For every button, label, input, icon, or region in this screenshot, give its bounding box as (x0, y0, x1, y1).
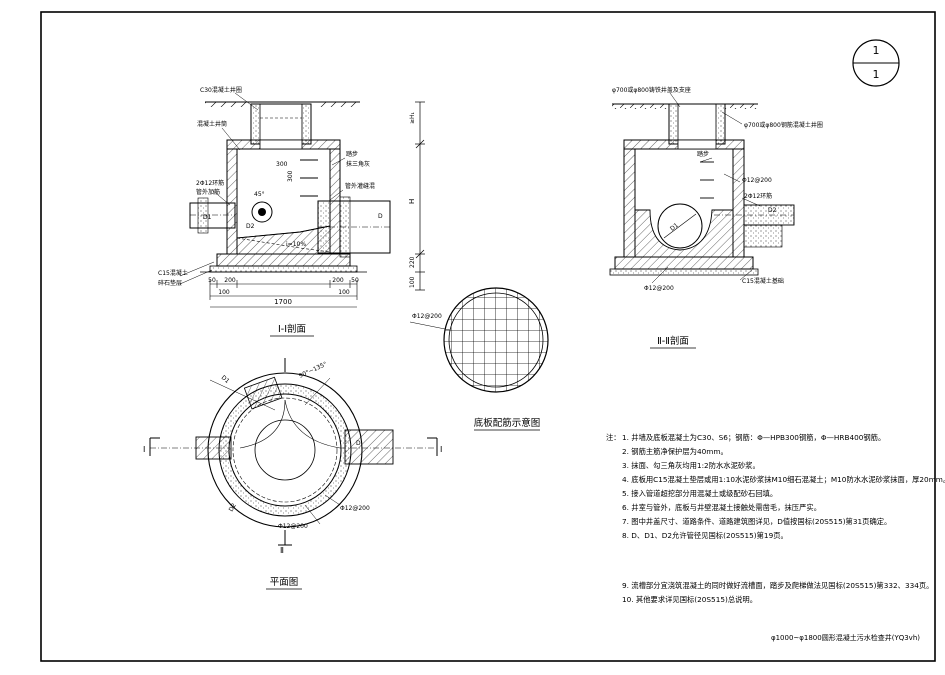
s1-bdim-100a: 100 (218, 289, 230, 296)
s2-base-label: C15混凝土基础 (742, 277, 784, 285)
s1-step-label: 踏步 (346, 150, 358, 158)
plan-angle-label: 90°~135° (298, 361, 328, 380)
s2-ring-label: φ700或φ800钢筋混凝土井圈 (744, 121, 823, 129)
sheet-number-top: 1 (873, 44, 880, 57)
sheet-border (40, 11, 936, 662)
s1-dim-45: 45° (254, 191, 265, 198)
s1-bdim-50a: 50 (208, 277, 216, 284)
s1-bdim-200b: 200 (332, 277, 344, 284)
plan-d1-label: D1 (220, 374, 231, 385)
s1-cover-label: C30混凝土井圈 (200, 86, 242, 94)
s2-rebar-ring-label: 2Φ12环筋 (744, 192, 772, 200)
note-4: 4. 底板用C15混凝土垫层或用1:10水泥砂浆抹M10细石混凝土；M10防水水… (622, 475, 945, 484)
s1-bdim-100b: 100 (338, 289, 350, 296)
plan-title: 平面图 (270, 577, 299, 588)
note-10: 10. 其他要求详见国标(20S515)总说明。 (622, 595, 757, 604)
s1-d1-label: D1 (203, 214, 212, 221)
s2-d2-label: D2 (768, 207, 777, 214)
note-2: 2. 钢筋主筋净保护层为40mm。 (622, 447, 728, 456)
note-1: 1. 井墙及底板混凝土为C30、S6；钢筋：Φ—HPB300钢筋，Φ—HRB40… (622, 433, 885, 442)
s1-d2-label: D2 (246, 223, 255, 230)
plan-rebar1-label: Φ12@200 (340, 505, 370, 512)
s2-rebar-top-label: Φ12@200 (742, 177, 772, 184)
s1-pipe-rebar-label: 2Φ12环筋 (196, 179, 224, 187)
s1-total-width: 1700 (274, 298, 292, 306)
note-3: 3. 抹面、勾三角灰均用1:2防水水泥砂浆。 (622, 461, 760, 470)
s1-slope-label: i=10% (286, 241, 306, 248)
base-plate-drawing (409, 287, 549, 393)
plan-cut-i-left: I (143, 445, 145, 454)
base-plate-rebar-label: Φ12@200 (412, 313, 442, 320)
plan-cut-i-right: I (440, 445, 442, 454)
plan-d2-label: D2 (228, 502, 238, 513)
base-plate-title: 底板配筋示意图 (474, 417, 541, 429)
s1-d-label: D (378, 213, 383, 220)
plan-drawing (149, 358, 438, 546)
plan-rebar2-label: Φ12@200 (278, 523, 308, 530)
s1-dim-300a: 300 (276, 161, 288, 168)
s1-grout-label: 管外灌缝混 (345, 182, 375, 190)
note-7: 7. 图中井盖尺寸、道路条件、道路建筑图详见，D值按国标(20S515)第31页… (622, 517, 891, 526)
note-9: 9. 流槽部分宜浇筑混凝土的同时做好流槽面，踏步及爬梯做法见国标(20S515)… (622, 581, 933, 590)
s1-base-label: C15混凝土 (158, 269, 188, 277)
sheet-number-bottom: 1 (873, 68, 880, 81)
s2-cover-label: φ700或φ800铸铁井盖及支座 (612, 86, 691, 94)
s1-title: Ⅰ-Ⅰ剖面 (278, 323, 306, 335)
s2-title: Ⅱ-Ⅱ剖面 (657, 335, 689, 347)
note-6: 6. 井室与管外，底板与井壁混凝土接触处需凿毛，抹压严实。 (622, 503, 821, 512)
s1-bdim-50b: 50 (351, 277, 359, 284)
s1-cushion-label: 碎石垫层 (158, 279, 182, 287)
s2-pipe-label: D1 (669, 222, 680, 233)
s1-vdim-h1: ≥H₁ (409, 111, 416, 124)
plan-cut-ii: Ⅱ (280, 546, 284, 555)
s1-bdim-200a: 200 (224, 277, 236, 284)
plan-d-label: D (356, 440, 361, 447)
s1-vdim-220: 220 (409, 256, 416, 268)
notes-block: 注： 1. 井墙及底板混凝土为C30、S6；钢筋：Φ—HPB300钢筋，Φ—HR… (606, 433, 945, 604)
note-8: 8. D、D1、D2允许管径见国标(20S515)第19页。 (622, 531, 788, 540)
s1-dim-300b: 300 (287, 170, 294, 182)
notes-lead: 注： (606, 433, 621, 442)
s1-wall-label: 混凝土井筒 (197, 120, 227, 128)
sheet-number-bubble: 1 1 (852, 39, 900, 87)
section-2-drawing (609, 92, 795, 284)
s1-vdim-h: H (408, 199, 416, 204)
s1-plaster-label: 抹三角灰 (346, 160, 370, 168)
s1-vdim-100: 100 (409, 276, 416, 288)
note-5: 5. 接入管道超挖部分用混凝土或级配砂石回填。 (622, 489, 777, 498)
s2-rebar-bottom-label: Φ12@200 (644, 285, 674, 292)
s2-step-label: 踏步 (697, 150, 709, 158)
section-1-drawing (179, 92, 425, 308)
s1-reinforce-label: 管外加筋 (196, 188, 220, 196)
sheet-caption: φ1000~φ1800圆形混凝土污水检查井(YQ3vh) (771, 633, 920, 642)
